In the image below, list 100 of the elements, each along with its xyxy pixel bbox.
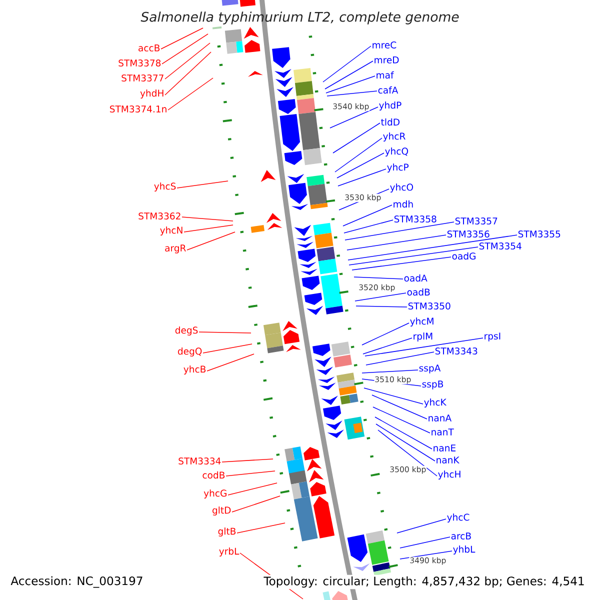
leader-line (376, 424, 436, 462)
gene-label: STM3378 (118, 60, 161, 66)
gene-label: yhdP (379, 102, 402, 110)
gene-label: yhdH (140, 90, 164, 98)
leader-line (326, 90, 378, 96)
gene-label: yhcN (160, 226, 182, 236)
leader-line (400, 536, 450, 548)
leader-line (176, 180, 228, 188)
gene-label: STM3358 (394, 216, 436, 222)
leader-line (400, 550, 452, 560)
leader-line (168, 78, 214, 110)
leader-line (226, 470, 276, 476)
leader-line (372, 406, 430, 434)
gene-label: yhcM (410, 318, 434, 326)
gene-label: accB (138, 44, 160, 52)
leader-line (362, 322, 410, 346)
gene-label: STM3357 (455, 218, 498, 224)
leader-line (164, 52, 212, 96)
leader-line (364, 338, 484, 356)
leader-line (186, 232, 236, 250)
leader-line (236, 522, 286, 534)
gene-label: nanA (428, 414, 452, 422)
leader-line (354, 292, 406, 302)
gene-label: STM3374.1n (110, 106, 166, 112)
leader-line (202, 344, 252, 354)
gene-label: STM3354 (479, 242, 522, 250)
gene-label: degQ (178, 348, 202, 356)
gene-label: yhcS (154, 182, 176, 192)
gene-label: yhcC (447, 514, 470, 522)
genome-info-text: Topology: circular; Length: 4,857,432 bp; Genes: 4,541 (262, 574, 586, 590)
gene-label: yhcQ (385, 148, 408, 156)
gene-label: degS (175, 326, 198, 336)
gene-label: mdh (394, 200, 413, 208)
gene-label: rpsI (484, 332, 500, 342)
leader-line (232, 496, 280, 512)
gene-label: gltD (212, 506, 231, 516)
leader-line (222, 458, 274, 462)
leader-line (338, 168, 386, 186)
gene-label: gltB (218, 528, 236, 536)
leader-line (160, 28, 204, 50)
gene-label: oadB (407, 288, 430, 296)
gene-label: mreD (374, 56, 399, 64)
leader-line (164, 42, 210, 80)
leader-line (344, 222, 454, 240)
gene-label: STM3356 (447, 230, 490, 238)
gene-label: yhcP (387, 164, 409, 172)
gene-label: yhcB (184, 366, 206, 374)
gene-label: STM3377 (122, 74, 164, 82)
accession-text: Accession: NC_003197 (9, 574, 145, 590)
gene-label: STM3334 (178, 458, 221, 464)
gene-label: STM3362 (138, 212, 180, 220)
leader-line (348, 246, 478, 266)
gene-label: nanK (436, 456, 460, 464)
leader-line (372, 394, 428, 420)
leader-line (336, 152, 384, 178)
gene-label: yhcK (424, 398, 447, 408)
leader-line (182, 216, 234, 222)
gene-label: yhbL (453, 546, 476, 554)
leader-line (332, 122, 380, 154)
gene-label: STM3343 (435, 348, 478, 354)
gene-label: cafA (378, 86, 398, 94)
gene-label: STM3350 (408, 302, 450, 310)
leader-line (352, 256, 452, 270)
gene-label: tldD (381, 118, 400, 126)
gene-label: nanE (434, 444, 456, 452)
gene-label: codB (202, 471, 225, 479)
leader-line (366, 352, 434, 366)
gene-label: argR (165, 244, 186, 254)
leader-line (330, 106, 378, 128)
gene-label: STM3355 (518, 230, 560, 238)
gene-label: sspB (422, 380, 444, 390)
leader-line (378, 430, 438, 476)
gene-label: oadG (452, 252, 476, 260)
leader-line (162, 34, 208, 64)
leader-line (198, 332, 252, 334)
leader-line (342, 204, 392, 226)
leader-line (374, 416, 432, 450)
leader-line (364, 388, 424, 404)
leader-line (228, 482, 278, 496)
leader-line (322, 46, 372, 82)
gene-label: oadA (404, 274, 428, 282)
leader-line (326, 76, 376, 94)
title: Salmonella typhimurium LT2, complete genome (140, 12, 459, 24)
leader-line (206, 354, 254, 372)
gene-label: nanT (432, 428, 454, 436)
leader-line (354, 276, 404, 280)
gene-label: yrbL (219, 548, 240, 556)
leader-line (334, 138, 382, 172)
gene-label: yhcG (204, 490, 226, 498)
gene-label: maf (376, 71, 394, 79)
gene-label: sspA (419, 364, 441, 374)
leader-line (348, 234, 518, 260)
gene-label: yhcR (383, 132, 406, 142)
gene-label: arcB (451, 532, 471, 540)
leader-line (362, 338, 412, 354)
leader-line (346, 234, 446, 250)
gene-label: yhcH (438, 470, 460, 480)
leader-line (324, 60, 374, 90)
gene-label: yhcO (390, 184, 414, 192)
gene-label: mreC (372, 42, 396, 48)
